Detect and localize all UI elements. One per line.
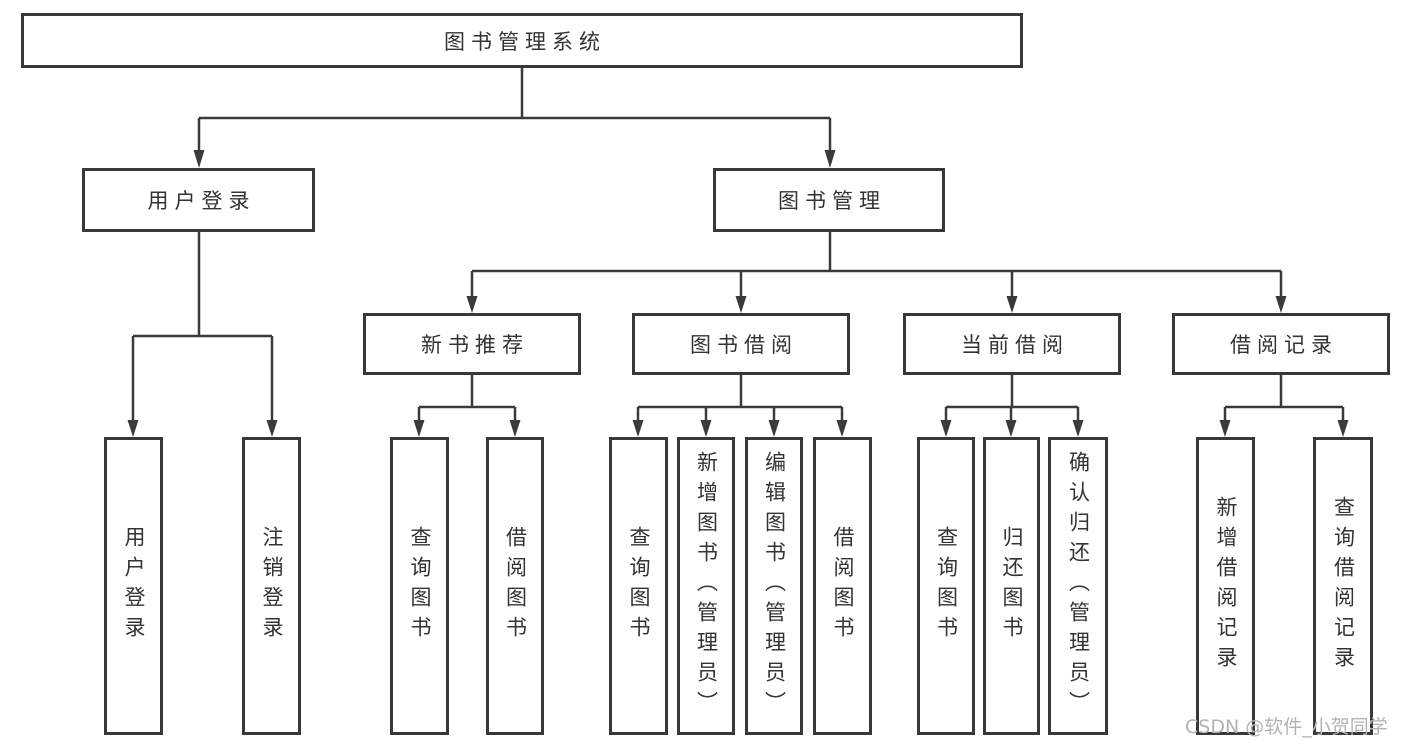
connector-new-book-children bbox=[413, 375, 521, 437]
node-book-mgmt-label: 图书管理 bbox=[778, 189, 886, 213]
arrow-icon bbox=[466, 296, 478, 313]
arrow-icon bbox=[1006, 296, 1018, 313]
arrow-icon bbox=[413, 420, 425, 437]
node-leaf-label: 编辑图书（管理员） bbox=[762, 451, 787, 721]
arrow-icon bbox=[1005, 420, 1017, 437]
node-root-label: 图书管理系统 bbox=[444, 29, 606, 54]
node-leaf-label: 查询图书 bbox=[408, 526, 432, 646]
arrow-icon bbox=[1072, 420, 1084, 437]
arrow-icon bbox=[735, 296, 747, 313]
node-leaf-query-book-1: 查询图书 bbox=[390, 437, 449, 735]
arrow-icon bbox=[509, 420, 521, 437]
node-leaf-label: 借阅图书 bbox=[503, 526, 528, 646]
node-borrow-record: 借阅记录 bbox=[1172, 313, 1390, 375]
node-book-borrow: 图书借阅 bbox=[632, 313, 850, 375]
node-leaf-add-book: 新增图书（管理员） bbox=[677, 437, 735, 735]
node-leaf-label: 新增借阅记录 bbox=[1214, 496, 1238, 676]
connector-user-login-children bbox=[127, 232, 278, 437]
node-leaf-query-book-2: 查询图书 bbox=[609, 437, 668, 735]
arrow-icon bbox=[768, 420, 780, 437]
connector-borrow-record-children bbox=[1219, 375, 1349, 437]
node-leaf-label: 借阅图书 bbox=[831, 526, 855, 646]
node-leaf-query-record: 查询借阅记录 bbox=[1313, 437, 1373, 735]
connector-root-to-level2 bbox=[193, 68, 836, 168]
node-leaf-return-book: 归还图书 bbox=[983, 437, 1040, 735]
node-leaf-label: 归还图书 bbox=[1000, 526, 1024, 646]
node-leaf-label: 用户登录 bbox=[122, 526, 146, 646]
node-borrow-record-label: 借阅记录 bbox=[1230, 333, 1338, 357]
node-leaf-edit-book: 编辑图书（管理员） bbox=[745, 437, 803, 735]
node-new-book: 新书推荐 bbox=[363, 313, 581, 375]
arrow-icon bbox=[824, 150, 836, 168]
arrow-icon bbox=[1337, 420, 1349, 437]
arrow-icon bbox=[940, 420, 952, 437]
arrow-icon bbox=[127, 420, 139, 437]
node-book-mgmt: 图书管理 bbox=[713, 168, 945, 232]
node-leaf-confirm-return: 确认归还（管理员） bbox=[1048, 437, 1108, 735]
arrow-icon bbox=[700, 420, 712, 437]
arrow-icon bbox=[836, 420, 848, 437]
watermark: CSDN @软件_小贺同学 bbox=[1185, 716, 1388, 738]
node-leaf-label: 确认归还（管理员） bbox=[1066, 451, 1091, 721]
arrow-icon bbox=[632, 420, 644, 437]
node-leaf-label: 查询图书 bbox=[934, 526, 959, 646]
node-leaf-label: 查询借阅记录 bbox=[1331, 496, 1356, 676]
node-leaf-borrow-book-1: 借阅图书 bbox=[486, 437, 544, 735]
node-leaf-borrow-book-2: 借阅图书 bbox=[813, 437, 872, 735]
node-leaf-label: 查询图书 bbox=[627, 526, 651, 646]
node-user-login: 用户登录 bbox=[82, 168, 315, 232]
node-current-borrow-label: 当前借阅 bbox=[961, 333, 1069, 357]
node-book-borrow-label: 图书借阅 bbox=[690, 333, 798, 357]
node-leaf-logout: 注销登录 bbox=[242, 437, 301, 735]
arrow-icon bbox=[1219, 420, 1231, 437]
connector-book-borrow-children bbox=[632, 375, 848, 437]
connector-book-mgmt-to-level3 bbox=[466, 232, 1287, 313]
node-leaf-query-book-3: 查询图书 bbox=[917, 437, 975, 735]
node-leaf-user-login: 用户登录 bbox=[104, 437, 163, 735]
arrow-icon bbox=[1275, 296, 1287, 313]
node-leaf-label: 注销登录 bbox=[260, 526, 284, 646]
node-new-book-label: 新书推荐 bbox=[421, 333, 529, 357]
node-current-borrow: 当前借阅 bbox=[903, 313, 1121, 375]
node-root: 图书管理系统 bbox=[21, 13, 1023, 68]
arrow-icon bbox=[193, 150, 205, 168]
node-leaf-label: 新增图书（管理员） bbox=[694, 451, 719, 721]
node-leaf-add-record: 新增借阅记录 bbox=[1196, 437, 1255, 735]
node-user-login-label: 用户登录 bbox=[147, 189, 256, 213]
connector-current-borrow-children bbox=[940, 375, 1084, 437]
arrow-icon bbox=[266, 420, 278, 437]
